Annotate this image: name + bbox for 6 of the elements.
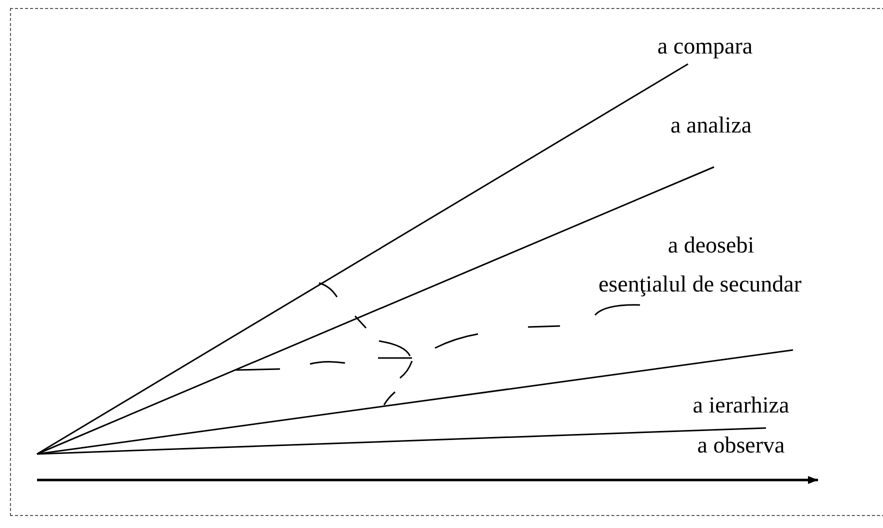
term-label: a deosebi bbox=[668, 234, 754, 256]
term-label: a ierarhiza bbox=[692, 394, 790, 416]
term-label: a analiza bbox=[670, 114, 752, 136]
term-label: a observa bbox=[697, 434, 785, 456]
term-label: esenţialul de secundar bbox=[598, 272, 802, 296]
term-label: a compara bbox=[657, 34, 753, 58]
